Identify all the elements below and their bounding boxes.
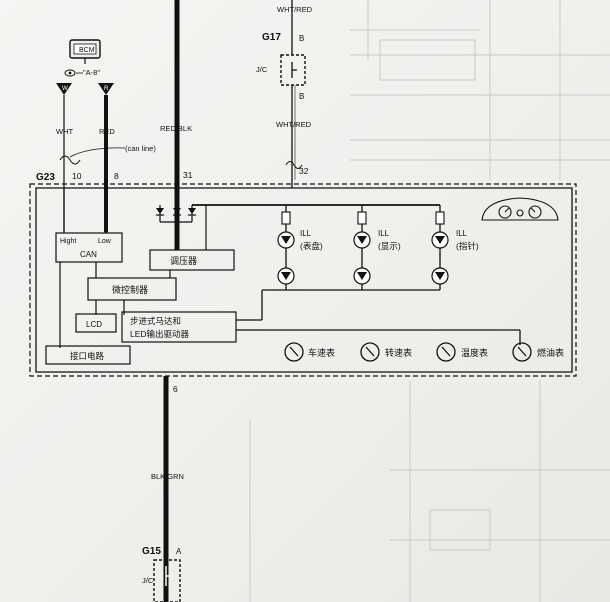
ill2-sub-label: (显示)	[378, 241, 401, 251]
background-grid	[249, 0, 610, 602]
ill-display-column	[353, 211, 371, 285]
ill-pointer-column	[431, 211, 449, 285]
g15-label: G15	[142, 546, 161, 557]
ill1-sub-label: (表盘)	[300, 241, 323, 251]
lcd-box	[75, 313, 117, 333]
bcm-label: BCM	[79, 47, 95, 54]
can-line-leader	[69, 147, 126, 158]
ill1-label: ILL	[300, 229, 312, 238]
red-label: RED	[99, 127, 115, 136]
speedometer-label: 车速表	[308, 347, 335, 358]
ill3-sub-label: (指针)	[456, 241, 479, 251]
g17-label: G17	[262, 32, 281, 43]
pin6-label: 6	[173, 384, 178, 394]
ill2-label: ILL	[378, 229, 390, 238]
g17-b-bottom: B	[299, 92, 304, 101]
internal-wires	[59, 180, 521, 348]
pin31-label: 31	[183, 170, 193, 180]
terminal-red	[98, 83, 114, 95]
speedometer-gauge-icon	[284, 342, 304, 362]
regulator-box	[149, 249, 235, 271]
g23-label: G23	[36, 172, 55, 183]
tachometer-gauge-icon	[360, 342, 380, 362]
ill3-label: ILL	[456, 229, 468, 238]
wht-red-loop	[285, 161, 303, 169]
diode-array-icon	[156, 208, 196, 216]
stepper-label-line2: LED输出驱动器	[130, 329, 190, 339]
g15-a-label: A	[176, 547, 182, 556]
g17-b-top: B	[299, 34, 304, 43]
terminal-w-letter: W	[62, 86, 68, 92]
can-box	[55, 232, 123, 263]
instrument-cluster-icon	[481, 197, 559, 221]
can-line-label: (can line)	[125, 144, 156, 153]
can-label: CAN	[80, 250, 97, 259]
terminal-wht	[56, 83, 72, 95]
jc-bottom-symbol	[165, 566, 172, 586]
wht-red-label: WHT/RED	[276, 120, 312, 129]
stepper-driver-box	[121, 311, 237, 343]
connector-a8-label: "A-8"	[83, 68, 100, 77]
can-hight-label: Hight	[60, 238, 76, 245]
jc-top-box	[280, 54, 306, 86]
terminal-r-letter: R	[104, 86, 109, 92]
interface-box	[45, 345, 131, 365]
wht-label: WHT	[56, 127, 73, 136]
pin10-label: 10	[72, 171, 82, 181]
regulator-label: 调压器	[170, 256, 197, 266]
blk-grn-label: BLK/GRN	[151, 472, 184, 481]
lcd-label: LCD	[86, 320, 102, 329]
ill-dial-column	[277, 211, 295, 285]
jc-top-label: J/C	[256, 65, 268, 74]
jc-bottom-label: J/C	[142, 576, 154, 585]
can-line-loop	[59, 155, 81, 165]
jc-top-symbol	[291, 62, 297, 78]
interface-label: 接口电路	[70, 351, 105, 361]
top-wire-label: WHT/RED	[277, 5, 313, 14]
pin32-label: 32	[299, 166, 309, 176]
microcontroller-label: 微控制器	[112, 284, 148, 295]
cluster-solid-boundary	[35, 187, 573, 373]
bcm-connector-icon	[69, 39, 101, 64]
fuel-label: 燃油表	[537, 347, 564, 358]
eye-icon	[64, 69, 76, 77]
pin8-label: 8	[114, 171, 119, 181]
stepper-label-line1: 步进式马达和	[130, 316, 181, 326]
tachometer-label: 转速表	[385, 347, 412, 358]
can-low-label: Low	[98, 238, 112, 245]
microcontroller-box	[87, 277, 177, 301]
red-blk-label: RED/BLK	[160, 124, 192, 133]
cluster-dashed-boundary	[29, 183, 577, 377]
fuel-gauge-icon	[512, 342, 532, 362]
jc-bottom-box	[153, 559, 181, 602]
temperature-gauge-icon	[436, 342, 456, 362]
temperature-label: 温度表	[461, 347, 488, 358]
